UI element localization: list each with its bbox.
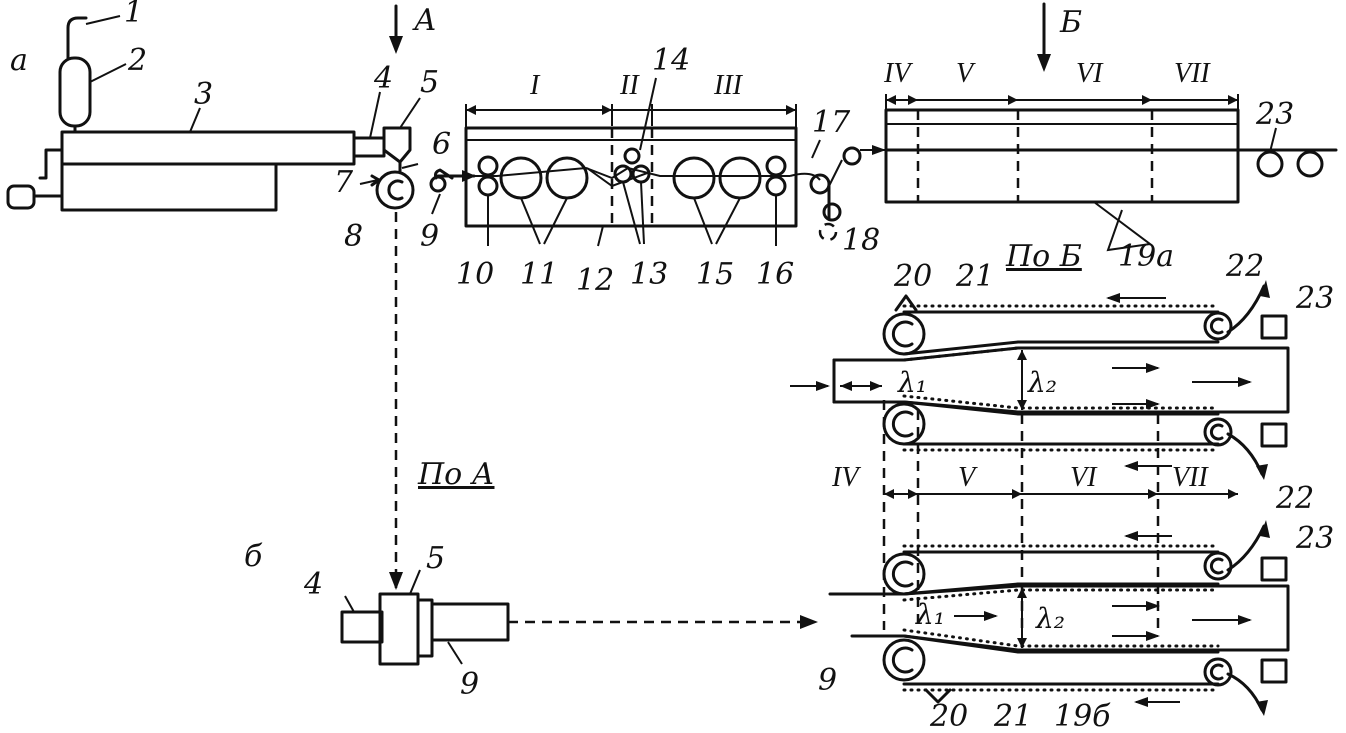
heat-roller: [545, 156, 589, 200]
callout-22-top: 22: [1225, 249, 1264, 284]
view-arrow-B: [1037, 2, 1051, 72]
extruder-base: [60, 162, 278, 212]
zone-III: III: [713, 70, 744, 101]
callout-5-b: 5: [426, 541, 445, 576]
callout-22-lower: 22: [1275, 481, 1314, 516]
callout-7: 7: [334, 165, 354, 200]
bath-tank: [464, 126, 798, 228]
head-body: [378, 592, 420, 666]
callout-19b: 19б: [1054, 699, 1111, 733]
callout-18: 18: [842, 223, 880, 258]
motor: [6, 184, 36, 210]
film-path: [429, 168, 476, 215]
callout-3: 3: [194, 77, 213, 112]
view-arrow-A: [389, 4, 403, 54]
tenter-plan-view-lower: [828, 520, 1290, 716]
zone-VII: VII: [1174, 58, 1211, 89]
feed-pipe: [66, 16, 88, 60]
callout-20-top: 20: [893, 259, 932, 294]
zone-II: II: [619, 70, 640, 101]
callout-23-lower: 23: [1295, 521, 1334, 556]
zone-dimension-lower: [884, 489, 1238, 499]
callout-19a: 19а: [1118, 239, 1174, 274]
projection-lines: [389, 212, 818, 629]
zone-dimension-bath: [465, 104, 797, 130]
callout-8: 8: [344, 219, 363, 254]
callout-21-lower: 21: [993, 699, 1032, 733]
callout-1: 1: [124, 0, 143, 30]
extruder-section: [6, 15, 421, 212]
callout-20-lower: 20: [929, 699, 968, 733]
crank: [38, 148, 64, 180]
forming-drum: [375, 170, 415, 210]
lambda-1-top: λ₁: [897, 366, 927, 399]
tenter-frame-side: [884, 94, 1338, 252]
zone-IV: IV: [883, 58, 913, 89]
stretching-bath: [464, 77, 798, 247]
zone-VII-lower: VII: [1172, 462, 1209, 493]
callout-9-b: 9: [460, 667, 479, 702]
label-a: а: [10, 43, 28, 78]
heat-roller: [499, 156, 543, 200]
extruder-barrel: [60, 130, 356, 166]
heat-roller: [672, 156, 716, 200]
callout-16: 16: [756, 257, 794, 292]
zone-IV-lower: IV: [831, 462, 861, 493]
callout-5: 5: [420, 65, 439, 100]
zone-V-lower: V: [958, 462, 978, 493]
extrusion-head: [382, 126, 412, 164]
label-b: б: [244, 539, 263, 574]
label-arrow-A: А: [412, 3, 437, 38]
callout-15: 15: [696, 257, 734, 292]
callout-21-top: 21: [955, 259, 994, 294]
heat-roller: [718, 156, 762, 200]
hopper: [58, 56, 92, 128]
lambda-2-lower: λ₂: [1035, 602, 1065, 635]
zone-I: I: [529, 70, 541, 101]
callout-10: 10: [456, 257, 494, 292]
callout-17: 17: [812, 105, 851, 140]
zone-VI-lower: VI: [1070, 462, 1098, 493]
callout-6: 6: [432, 127, 451, 162]
callout-23-top: 23: [1295, 281, 1334, 316]
lambda-1-lower: λ₁: [915, 598, 945, 631]
tenter-housing: [884, 108, 1240, 204]
callout-9-lower: 9: [818, 663, 837, 698]
labels: а б А Б По А По Б 1 2 3 4 5 6 7 8 9 10 1…: [10, 0, 1334, 733]
label-arrow-B: Б: [1059, 5, 1082, 40]
callout-2: 2: [127, 43, 147, 78]
callout-9: 9: [420, 219, 439, 254]
adapter: [352, 136, 386, 158]
callout-4: 4: [373, 61, 393, 96]
callout-4-b: 4: [303, 567, 323, 602]
callout-13: 13: [630, 257, 668, 292]
callout-11: 11: [520, 257, 558, 292]
callout-14: 14: [652, 43, 690, 78]
label-view-B: По Б: [1005, 239, 1082, 274]
transfer-rollers: [789, 139, 886, 242]
zone-VI: VI: [1076, 58, 1104, 89]
head-detail-b: [340, 569, 510, 666]
label-view-A: По А: [417, 457, 494, 492]
callout-23-tenter: 23: [1255, 97, 1294, 132]
callout-12: 12: [576, 263, 614, 298]
zone-V: V: [956, 58, 976, 89]
lambda-2-top: λ₂: [1027, 366, 1057, 399]
